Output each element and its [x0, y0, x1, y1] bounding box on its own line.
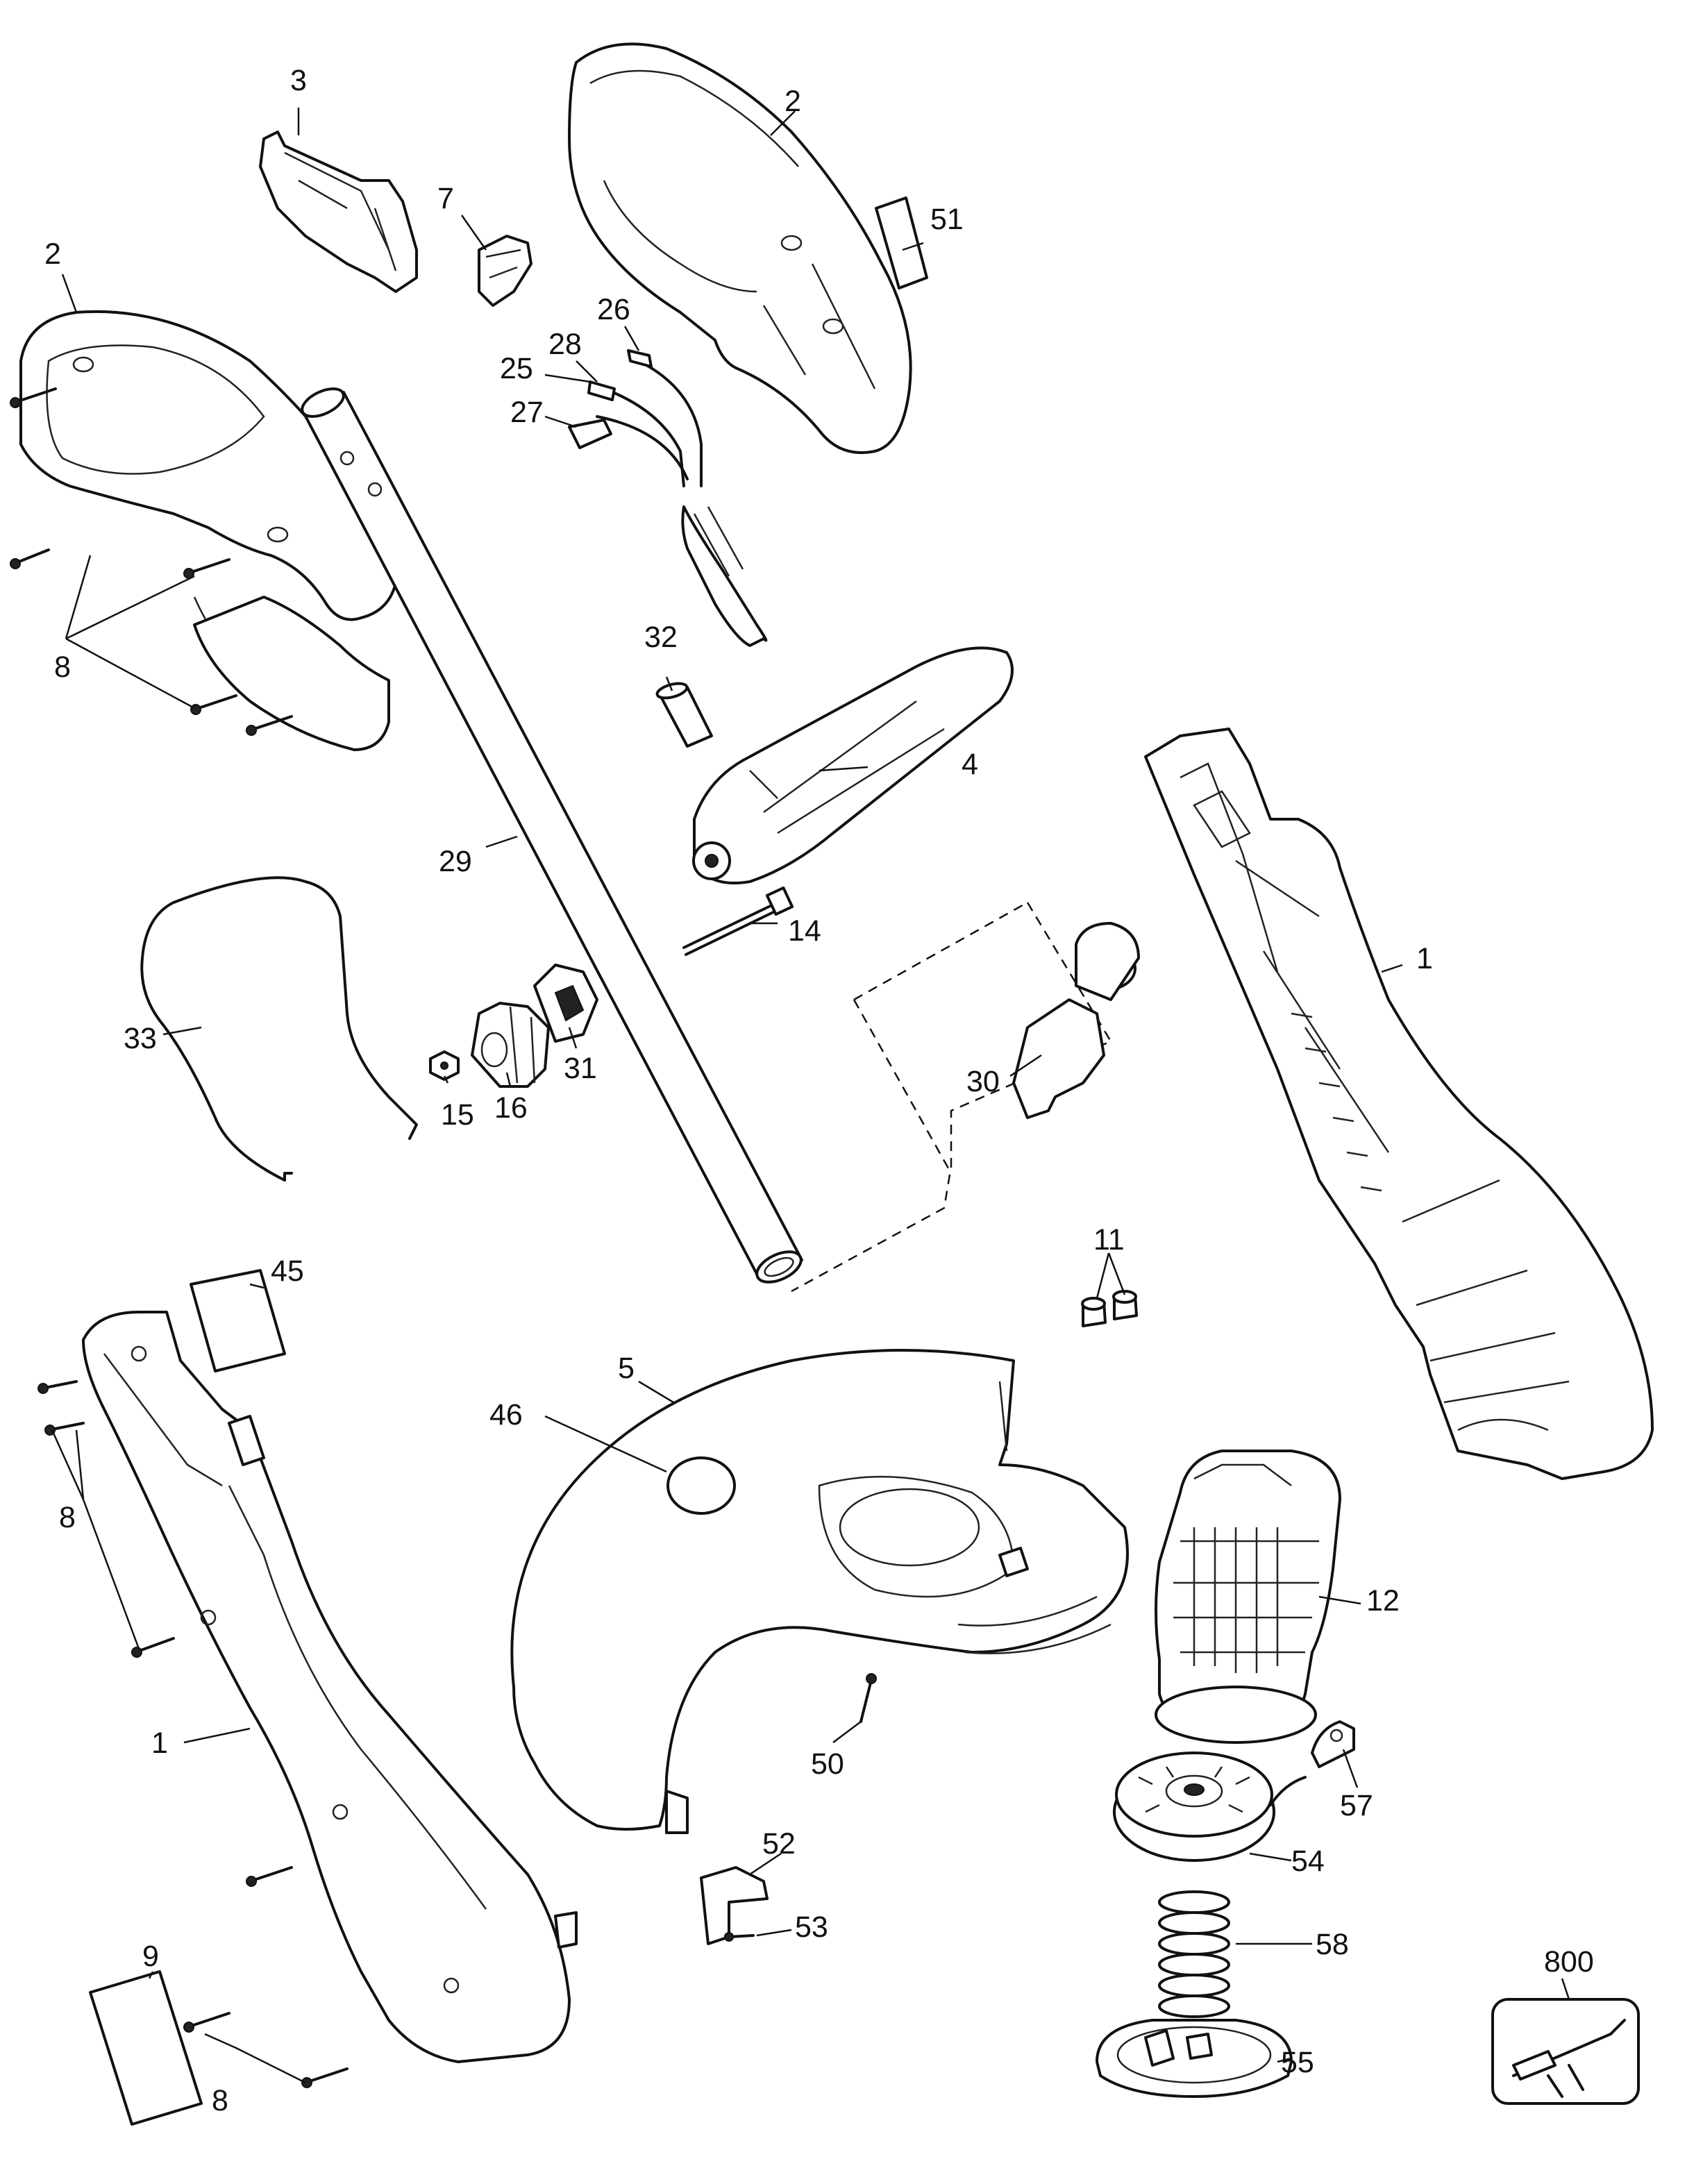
- label-7: 7: [437, 182, 454, 215]
- label-9: 9: [142, 1940, 159, 1973]
- label-16: 16: [494, 1091, 528, 1125]
- part-45-label: [190, 1269, 286, 1372]
- label-53: 53: [795, 1910, 828, 1944]
- label-800: 800: [1544, 1945, 1594, 1979]
- label-46: 46: [489, 1398, 523, 1431]
- label-51: 51: [930, 203, 964, 236]
- label-3: 3: [290, 64, 307, 97]
- part-labels: 3 2 7 51 2 26 28 25 27 8 32 4 29 14 1 33…: [44, 64, 1594, 2117]
- label-28: 28: [548, 328, 582, 361]
- part-29-shaft-tube: [301, 387, 803, 1284]
- part-33-wire-guard: [140, 876, 418, 1182]
- part-1-housing-right: [1144, 728, 1654, 1480]
- part-31-bracket: [533, 964, 598, 1043]
- part-53-screw: [724, 1932, 755, 1942]
- part-2-handle-half-left: [19, 310, 397, 751]
- part-14-bolt: [682, 886, 794, 956]
- label-54: 54: [1291, 1845, 1325, 1878]
- label-26: 26: [597, 293, 630, 326]
- label-15: 15: [441, 1098, 474, 1132]
- label-57: 57: [1340, 1789, 1373, 1822]
- part-12-motor: [1155, 1450, 1341, 1744]
- label-45: 45: [271, 1254, 304, 1288]
- label-27: 27: [510, 396, 544, 429]
- label-8-lower: 8: [212, 2084, 228, 2117]
- label-55: 55: [1281, 2046, 1314, 2079]
- part-52-clip: [700, 1866, 769, 1945]
- label-32: 32: [644, 621, 678, 654]
- part-2-handle-half-right: [568, 42, 912, 454]
- label-2-upper: 2: [785, 85, 801, 118]
- part-11-screws: [1081, 1290, 1138, 1327]
- label-50: 50: [811, 1747, 844, 1781]
- label-1-left: 1: [151, 1727, 168, 1760]
- part-5-guard: [510, 1349, 1129, 1834]
- label-52: 52: [762, 1827, 796, 1860]
- part-54-spool: [1113, 1752, 1307, 1862]
- part-1-housing-left: [82, 1311, 578, 2063]
- label-4: 4: [962, 748, 978, 781]
- label-2-left: 2: [44, 237, 61, 271]
- label-14: 14: [788, 914, 821, 948]
- label-12: 12: [1366, 1584, 1400, 1618]
- wire-harness: [568, 349, 768, 647]
- label-11: 11: [1093, 1223, 1125, 1257]
- leader-lines: [51, 108, 1570, 2084]
- part-51-label: [875, 196, 928, 289]
- label-31: 31: [564, 1052, 597, 1085]
- part-800-inset: [1491, 1998, 1640, 2105]
- part-15-nut: [429, 1050, 460, 1081]
- label-1-right: 1: [1416, 942, 1433, 975]
- label-30: 30: [966, 1065, 1000, 1098]
- screws-8-upper-left: [10, 387, 293, 736]
- label-8-middle: 8: [59, 1501, 76, 1534]
- part-7-switch: [478, 235, 532, 307]
- part-57-lever: [1311, 1720, 1355, 1768]
- label-25: 25: [500, 352, 533, 385]
- label-29: 29: [439, 845, 472, 878]
- part-50-screw: [859, 1673, 877, 1723]
- screws-8-lower: [37, 1380, 349, 2088]
- label-33: 33: [124, 1022, 157, 1055]
- part-4-auxiliary-handle: [692, 646, 1014, 884]
- label-5: 5: [618, 1352, 635, 1385]
- part-58-spring: [1158, 1890, 1230, 2018]
- label-58: 58: [1316, 1928, 1349, 1961]
- part-30-clamp: [791, 901, 1140, 1293]
- part-55-cap: [1096, 2019, 1293, 2098]
- label-8-upper: 8: [54, 650, 71, 684]
- part-16-knob: [471, 1002, 550, 1088]
- part-9-label: [89, 1970, 203, 2126]
- part-32-pin: [655, 682, 713, 748]
- part-3-switch-housing: [259, 131, 418, 293]
